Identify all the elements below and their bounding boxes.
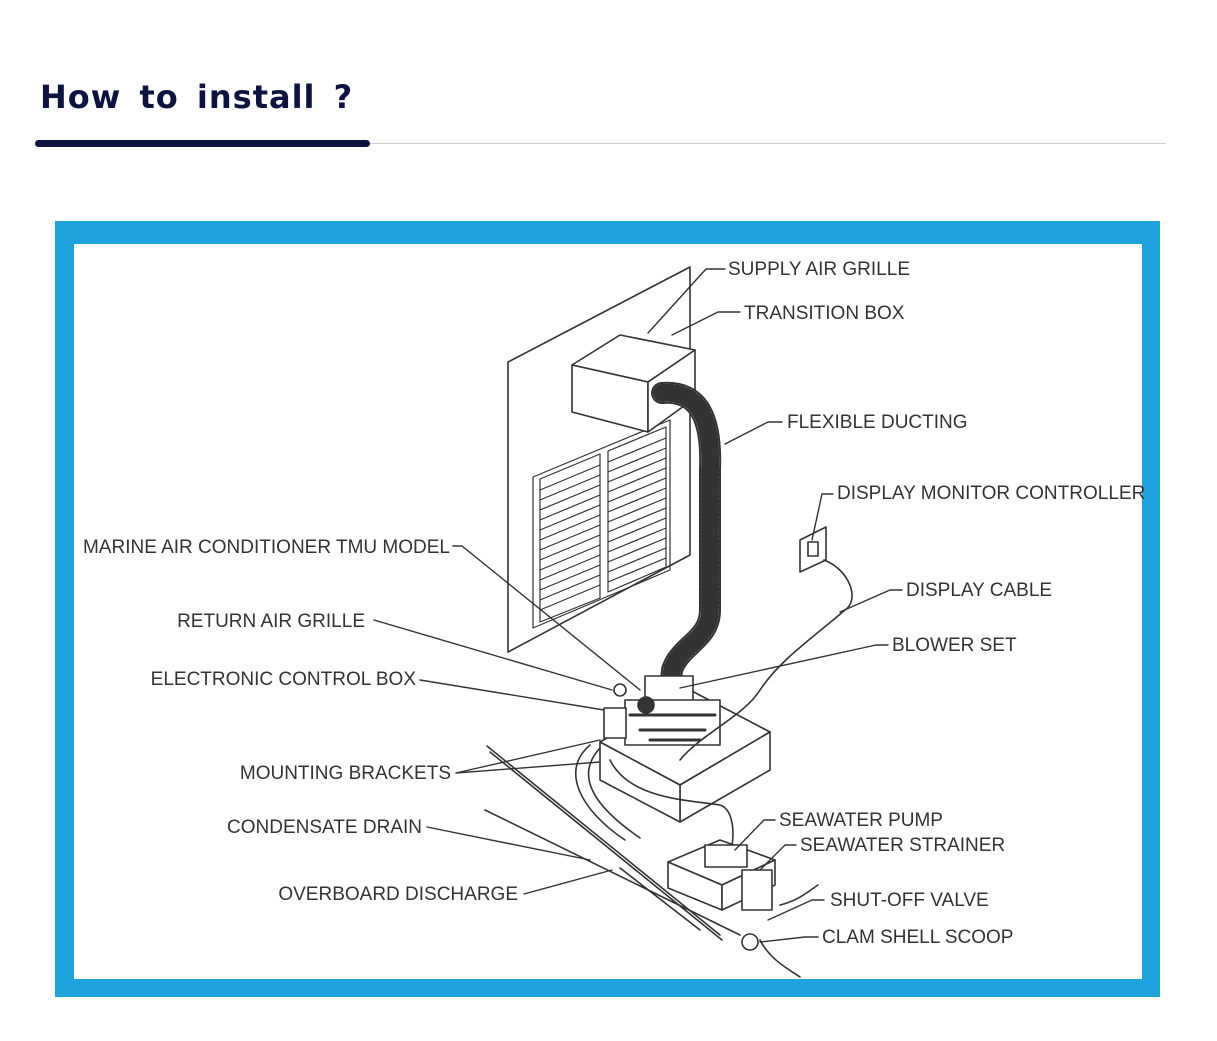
label-clam-shell-scoop: CLAM SHELL SCOOP (822, 927, 1013, 948)
label-return-air-grille: RETURN AIR GRILLE (177, 611, 365, 632)
label-display-cable: DISPLAY CABLE (906, 580, 1052, 601)
seawater-pump-drawing (667, 839, 776, 951)
title-underline-bar (35, 140, 370, 147)
flexible-ducting-drawing (651, 381, 722, 701)
label-mounting-brackets: MOUNTING BRACKETS (240, 763, 451, 784)
label-display-monitor-controller: DISPLAY MONITOR CONTROLLER (837, 483, 1145, 504)
diagram-frame (55, 221, 1160, 997)
label-electronic-control-box: ELECTRONIC CONTROL BOX (151, 669, 417, 690)
label-overboard-discharge: OVERBOARD DISCHARGE (278, 884, 518, 905)
return-air-grille-drawing (532, 419, 671, 629)
label-seawater-strainer: SEAWATER STRAINER (800, 835, 1005, 856)
label-flexible-ducting: FLEXIBLE DUCTING (787, 412, 968, 433)
label-supply-air-grille: SUPPLY AIR GRILLE (728, 259, 910, 280)
water-piping-drawing (484, 744, 819, 978)
label-condensate-drain: CONDENSATE DRAIN (227, 817, 422, 838)
display-controller-drawing (679, 526, 853, 761)
page-title: How to install ? (40, 78, 354, 116)
leader-lines (373, 268, 903, 943)
label-marine-air-conditioner: MARINE AIR CONDITIONER TMU MODEL (83, 537, 450, 558)
label-shut-off-valve: SHUT-OFF VALVE (830, 890, 989, 911)
title-divider (370, 143, 1166, 144)
air-conditioner-unit-drawing (599, 675, 771, 823)
label-seawater-pump: SEAWATER PUMP (779, 810, 943, 831)
label-blower-set: BLOWER SET (892, 635, 1017, 656)
label-transition-box: TRANSITION BOX (744, 303, 905, 324)
